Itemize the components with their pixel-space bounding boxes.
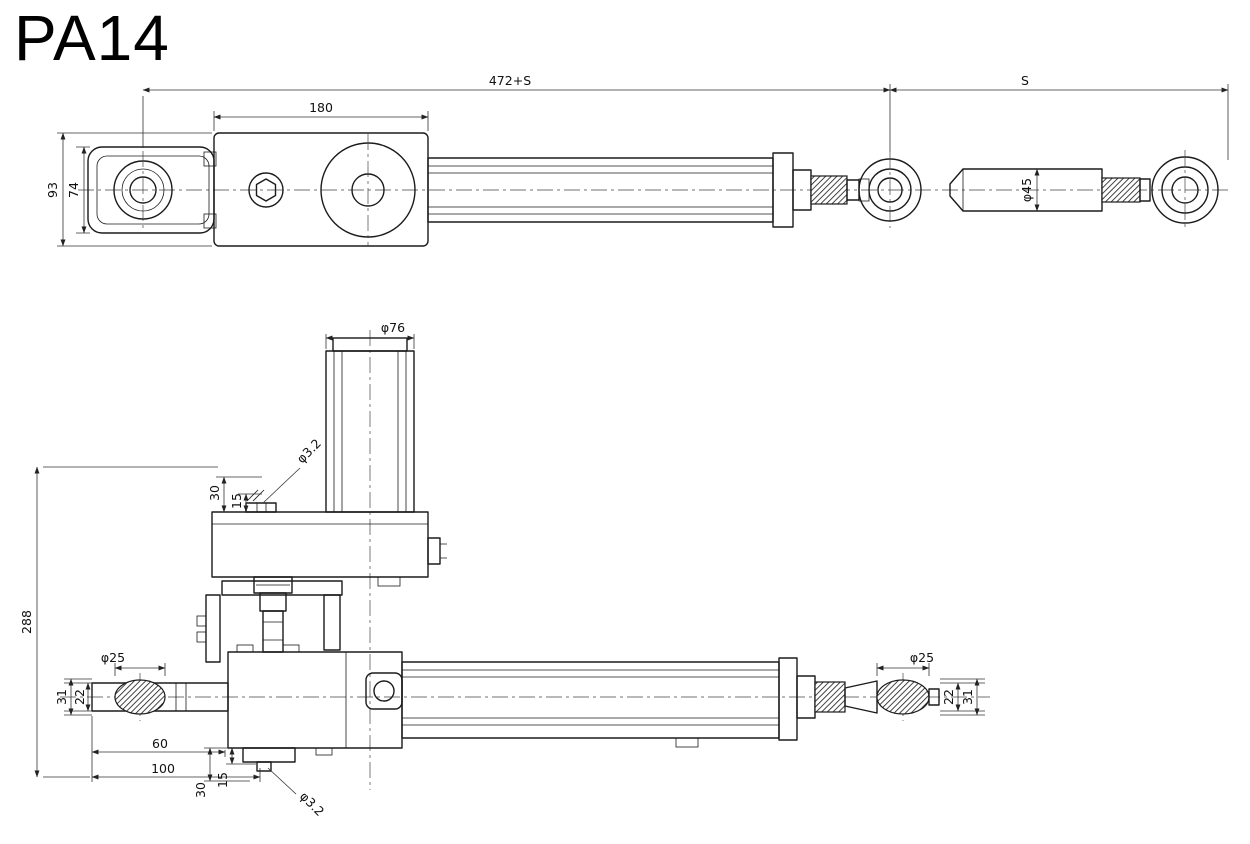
dim-rod-diameter: φ45 [1019, 178, 1034, 202]
dim-ball-left: φ25 [101, 650, 125, 665]
dim-top-15: 15 [229, 493, 244, 509]
dim-bottom-15: 15 [215, 772, 230, 788]
dim-height-inner: 74 [66, 182, 81, 198]
dim-stroke: S [1021, 73, 1029, 88]
connector [427, 537, 441, 565]
side-view: 472+S S 180 93 74 φ45 [45, 73, 1232, 247]
dim-total-height: 288 [19, 610, 34, 634]
set-screw-boss-bottom [242, 747, 296, 763]
dim-motor-diameter: φ76 [381, 320, 405, 335]
dim-right-22: 22 [941, 689, 956, 705]
drawing-title: PA14 [14, 2, 170, 74]
set-screw-boss-top [245, 502, 277, 513]
dim-set-screw-bottom: φ3.2 [297, 789, 327, 819]
sensor [675, 737, 699, 748]
dim-ball-right: φ25 [910, 650, 934, 665]
side-view-dimensions: 472+S S 180 93 74 φ45 [45, 73, 1229, 247]
dim-top-30: 30 [207, 485, 222, 501]
outer-tube [427, 152, 860, 228]
front-tube [401, 657, 878, 748]
ball-joint-right [876, 679, 940, 715]
dim-gearbox-length: 180 [309, 100, 333, 115]
threaded-section [1101, 177, 1141, 203]
dim-total-length: 472+S [489, 73, 531, 88]
dim-left-22: 22 [72, 689, 87, 705]
gearbox [211, 489, 447, 587]
dim-length-60: 60 [152, 736, 168, 751]
dim-bottom-30: 30 [193, 782, 208, 798]
dim-left-31: 31 [54, 689, 69, 705]
ball-joint-left [114, 679, 166, 715]
actuator-body [227, 644, 403, 772]
threaded-section [814, 681, 846, 713]
dim-set-screw-top: φ3.2 [294, 436, 324, 466]
rod-end-bearing-left [858, 152, 922, 228]
extension-rod [949, 168, 1151, 212]
threaded-section [810, 175, 848, 205]
front-view-dimensions: φ76 φ3.2 30 15 288 φ25 22 31 [19, 320, 985, 819]
mounting-bracket [196, 576, 343, 663]
rod-end-bearing-right [1151, 150, 1219, 230]
left-shaft [91, 679, 229, 715]
dim-right-31: 31 [960, 689, 975, 705]
dim-height-outer: 93 [45, 182, 60, 198]
dim-length-100: 100 [151, 761, 175, 776]
front-view: φ76 φ3.2 30 15 288 φ25 22 31 [19, 320, 990, 819]
gear-housing [213, 132, 429, 247]
